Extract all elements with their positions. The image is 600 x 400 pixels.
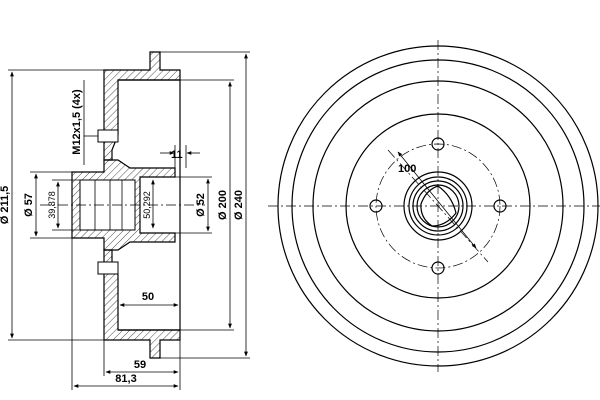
dim-240-label: Ø 240 — [233, 190, 245, 220]
drum-wall-upper — [103, 51, 181, 161]
dim-52-label: Ø 52 — [195, 193, 207, 217]
dim-200-label: Ø 200 — [217, 190, 229, 220]
dim-50292-label: 50,292 — [142, 191, 152, 219]
stud-hole-lower — [97, 261, 119, 275]
dim-81-label: 81,3 — [115, 373, 136, 385]
dim-50-label: 50 — [142, 291, 154, 303]
dim-59-label: 59 — [134, 359, 146, 371]
section-dimensions: Ø 211,5 Ø 57 39,878 M12x1,5 (4x) 50,292 … — [0, 51, 250, 390]
dim-211-label: Ø 211,5 — [0, 186, 11, 225]
front-view: 100 — [268, 40, 600, 372]
thread-label: M12x1,5 (4x) — [71, 89, 83, 155]
stud-hole-upper — [97, 129, 119, 143]
dim-39-label: 39,878 — [47, 191, 57, 219]
dim-57-label: Ø 57 — [23, 193, 35, 217]
dim-11-label: 11 — [171, 149, 183, 161]
dim-pcd-label: 100 — [398, 163, 416, 175]
section-view — [40, 51, 205, 359]
